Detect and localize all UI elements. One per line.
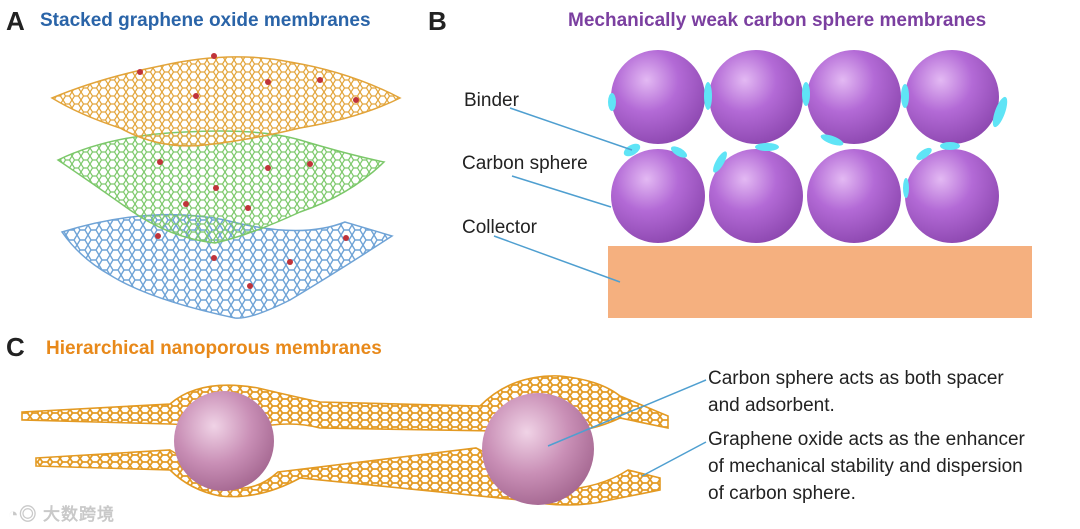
watermark-text: 大数跨境 (43, 505, 116, 524)
note-carbon-sphere-line-2: and adsorbent. (708, 395, 835, 416)
watermark-logo-icon: ◔◎ (8, 505, 38, 524)
panel-c-title: Hierarchical nanoporous membranes (46, 338, 382, 359)
panel-c-leader-lines (547, 379, 707, 477)
panel-b-leader-lines (493, 107, 633, 283)
carbon-spheres-c (174, 391, 594, 505)
note-graphene-oxide: Graphene oxide acts as the enhancer of m… (708, 426, 1025, 507)
note-graphene-line-2: of mechanical stability and dispersion (708, 456, 1023, 477)
panel-b-letter: B (428, 6, 447, 36)
label-carbon-sphere: Carbon sphere (462, 153, 588, 174)
watermark: ◔◎ 大数跨境 (8, 500, 115, 525)
label-collector: Collector (462, 217, 537, 238)
panel-b-title: Mechanically weak carbon sphere membrane… (568, 10, 987, 31)
note-graphene-line-1: Graphene oxide acts as the enhancer (708, 429, 1025, 450)
binder-patches (608, 82, 1008, 198)
panel-c-letter: C (6, 332, 25, 362)
panel-a-letter: A (6, 6, 25, 36)
carbon-spheres (611, 50, 999, 243)
graphene-sheet-orange (50, 56, 402, 147)
collector-block (608, 246, 1032, 318)
oxygen-groups (137, 53, 359, 289)
label-binder: Binder (464, 90, 519, 111)
note-carbon-sphere: Carbon sphere acts as both spacer and ad… (708, 365, 1004, 419)
panel-a-title: Stacked graphene oxide membranes (40, 10, 371, 31)
note-graphene-line-3: of carbon sphere. (708, 483, 856, 504)
note-carbon-sphere-line-1: Carbon sphere acts as both spacer (708, 368, 1004, 389)
